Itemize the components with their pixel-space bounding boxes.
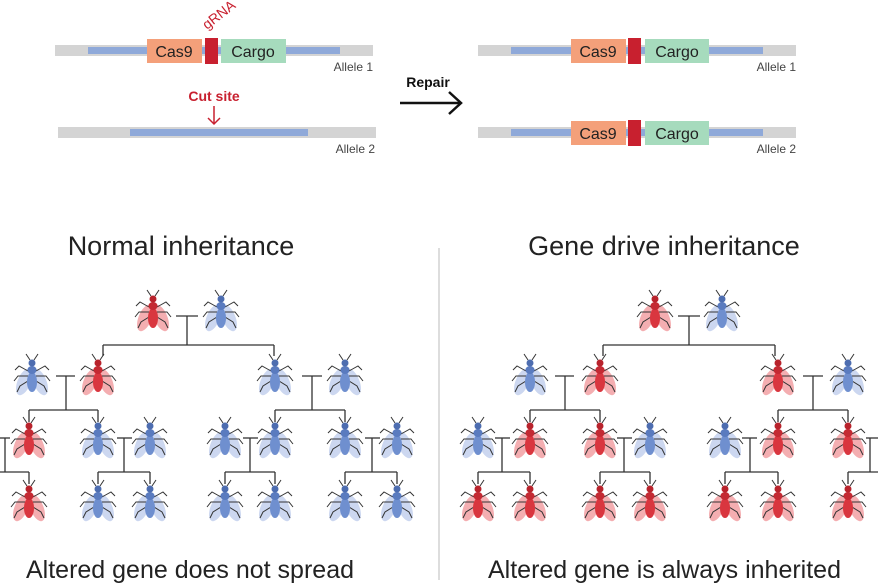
right-arrow-icon <box>400 91 463 115</box>
chromosome-right-allele1 <box>478 38 796 64</box>
red-fly-icon <box>635 289 675 334</box>
red-fly-icon <box>758 416 798 461</box>
left-flies <box>9 289 417 524</box>
right-panel-title: Gene drive inheritance <box>528 231 800 261</box>
allele1-label-right: Allele 1 <box>757 60 797 74</box>
chromosome-left-allele1 <box>55 38 373 64</box>
left-panel-title: Normal inheritance <box>68 231 295 261</box>
red-fly-icon <box>705 479 745 524</box>
red-fly-icon <box>630 479 670 524</box>
blue-fly-icon <box>201 289 241 334</box>
blue-fly-icon <box>377 479 417 524</box>
blue-fly-icon <box>130 416 170 461</box>
cargo-label-right1: Cargo <box>655 44 699 61</box>
red-fly-icon <box>458 479 498 524</box>
left-panel-caption: Altered gene does not spread <box>26 556 354 584</box>
left-pedigree-lines <box>0 315 398 484</box>
chromosome-left-allele2 <box>58 127 376 138</box>
cas9-label-right2: Cas9 <box>579 126 616 143</box>
blue-fly-icon <box>255 416 295 461</box>
right-panel-caption: Altered gene is always inherited <box>488 556 841 584</box>
red-fly-icon <box>758 353 798 398</box>
allele1-label-left: Allele 1 <box>334 60 374 74</box>
blue-fly-icon <box>325 479 365 524</box>
red-fly-icon <box>510 479 550 524</box>
chromosome-right-allele2 <box>478 120 796 146</box>
blue-fly-icon <box>205 416 245 461</box>
blue-fly-icon <box>630 416 670 461</box>
cut-site-arrow-icon <box>207 106 221 126</box>
blue-fly-icon <box>510 353 550 398</box>
blue-fly-icon <box>325 353 365 398</box>
cargo-label-right2: Cargo <box>655 126 699 143</box>
blue-fly-icon <box>705 416 745 461</box>
cas9-label: Cas9 <box>155 44 192 61</box>
red-fly-icon <box>580 479 620 524</box>
blue-fly-icon <box>377 416 417 461</box>
blue-fly-icon <box>205 479 245 524</box>
blue-fly-icon <box>458 416 498 461</box>
blue-fly-icon <box>828 353 868 398</box>
blue-fly-icon <box>130 479 170 524</box>
red-fly-icon <box>828 479 868 524</box>
right-flies <box>458 289 868 524</box>
red-fly-icon <box>758 479 798 524</box>
blue-fly-icon <box>78 479 118 524</box>
blue-fly-icon <box>78 416 118 461</box>
cargo-label: Cargo <box>231 44 275 61</box>
blue-fly-icon <box>702 289 742 334</box>
red-fly-icon <box>78 353 118 398</box>
red-fly-icon <box>580 353 620 398</box>
cut-site-label: Cut site <box>188 88 240 104</box>
repair-label: Repair <box>406 74 450 90</box>
cas9-label-right1: Cas9 <box>579 44 616 61</box>
red-fly-icon <box>9 479 49 524</box>
blue-fly-icon <box>255 479 295 524</box>
red-fly-icon <box>510 416 550 461</box>
allele2-label-left: Allele 2 <box>336 142 376 156</box>
blue-fly-icon <box>255 353 295 398</box>
red-fly-icon <box>133 289 173 334</box>
grna-label: gRNA <box>199 0 239 32</box>
right-pedigree-lines <box>477 315 878 484</box>
red-fly-icon <box>828 416 868 461</box>
allele2-label-right: Allele 2 <box>757 142 797 156</box>
red-fly-icon <box>580 416 620 461</box>
blue-fly-icon <box>325 416 365 461</box>
red-fly-icon <box>9 416 49 461</box>
blue-fly-icon <box>12 353 52 398</box>
